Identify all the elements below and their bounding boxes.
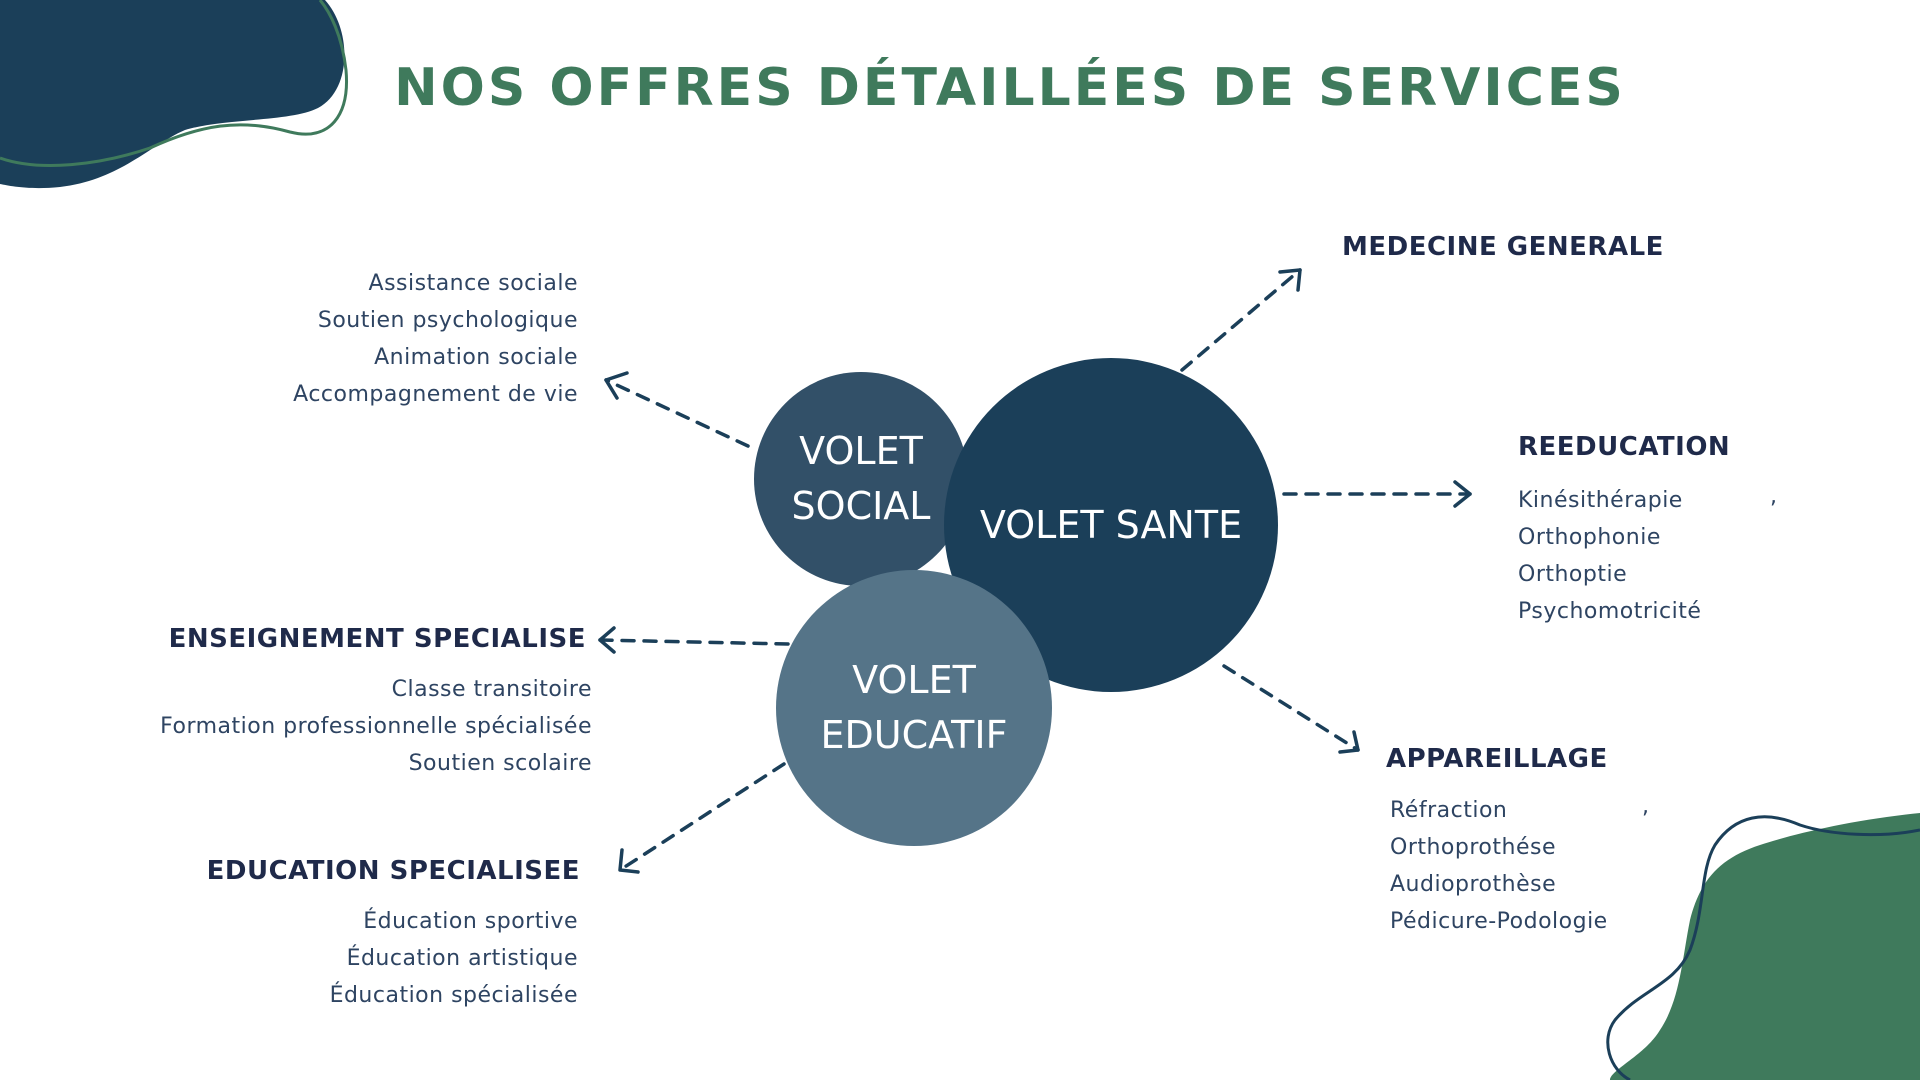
list-item: Formation professionnelle spécialisée [160,714,592,739]
list-item: Soutien psychologique [317,308,578,333]
arrow-social-services [604,371,750,448]
list-item: Psychomotricité [1518,599,1702,624]
top-left-blob [0,0,345,189]
list-item: Classe transitoire [391,677,592,702]
list-item: Orthoptie [1518,562,1628,587]
appareillage-list: Réfraction Orthoprothése Audioprothèse P… [1390,792,1608,940]
arrow-enseignement [598,626,790,654]
node-volet-educatif: VOLET EDUCATIF [776,570,1052,846]
list-item: Éducation spécialisée [329,983,578,1008]
list-item: Soutien scolaire [408,751,592,776]
arrow-reeducation [1282,480,1472,508]
list-item: Éducation artistique [346,946,578,971]
stray-comma: , [1642,794,1649,819]
social-services-list: Assistance sociale Soutien psychologique… [293,265,578,413]
heading-enseignement-specialise: ENSEIGNEMENT SPECIALISE [168,624,586,654]
list-item: Assistance sociale [368,271,578,296]
list-item: Accompagnement de vie [293,382,578,407]
list-item: Animation sociale [374,345,578,370]
list-item: Pédicure-Podologie [1390,909,1608,934]
top-left-blob-outline [0,0,348,167]
bottom-right-blob-outline [1606,815,1920,1080]
arrow-medecine [1180,268,1302,372]
stray-comma: , [1770,484,1777,509]
list-item: Audioprothèse [1390,872,1557,897]
heading-reeducation: REEDUCATION [1518,432,1731,462]
page-title: NOS OFFRES DÉTAILLÉES DE SERVICES [394,58,1626,118]
arrow-appareillage [1222,664,1360,754]
node-volet-social: VOLET SOCIAL [754,372,968,586]
heading-medecine-generale: MEDECINE GENERALE [1342,232,1664,262]
list-item: Orthoprothése [1390,835,1556,860]
reeducation-list: Kinésithérapie Orthophonie Orthoptie Psy… [1518,482,1701,630]
heading-appareillage: APPAREILLAGE [1386,744,1608,774]
list-item: Éducation sportive [363,909,578,934]
arrow-education [618,762,786,874]
heading-education-specialisee: EDUCATION SPECIALISEE [206,856,580,886]
list-item: Réfraction [1390,798,1508,823]
bottom-right-blob [1610,813,1920,1080]
enseignement-list: Classe transitoire Formation professionn… [160,671,592,782]
list-item: Kinésithérapie [1518,488,1683,513]
education-list: Éducation sportive Éducation artistique … [330,903,578,1014]
node-volet-sante: VOLET SANTE [944,358,1278,692]
list-item: Orthophonie [1518,525,1661,550]
